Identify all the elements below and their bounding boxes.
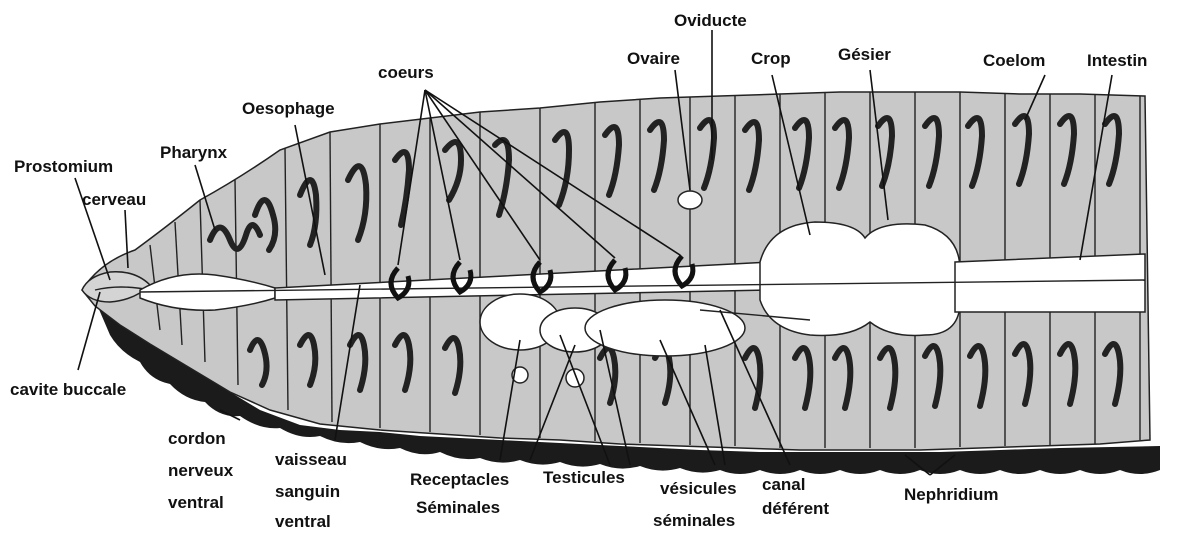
label-vaisseau-line3: ventral bbox=[275, 512, 331, 531]
label-pharynx: Pharynx bbox=[160, 143, 228, 162]
ovary bbox=[678, 191, 702, 209]
label-vesicules-line1: vésicules bbox=[660, 479, 737, 498]
label-canal-line2: déférent bbox=[762, 499, 829, 518]
label-oesophage: Oesophage bbox=[242, 99, 335, 118]
label-cavite-buccale: cavite buccale bbox=[10, 380, 126, 399]
label-testicules: Testicules bbox=[543, 468, 625, 487]
label-oviducte: Oviducte bbox=[674, 11, 747, 30]
label-cordon-line2: nerveux bbox=[168, 461, 234, 480]
label-ovaire: Ovaire bbox=[627, 49, 680, 68]
label-crop: Crop bbox=[751, 49, 791, 68]
intestine-tube bbox=[955, 254, 1145, 312]
label-intestin: Intestin bbox=[1087, 51, 1147, 70]
label-receptacles-line2: Séminales bbox=[416, 498, 500, 517]
label-cerveau: cerveau bbox=[82, 190, 146, 209]
label-canal-line1: canal bbox=[762, 475, 805, 494]
label-nephridium: Nephridium bbox=[904, 485, 998, 504]
label-vaisseau-line2: sanguin bbox=[275, 482, 340, 501]
label-cordon-line1: cordon bbox=[168, 429, 226, 448]
label-coeurs: coeurs bbox=[378, 63, 434, 82]
label-prostomium: Prostomium bbox=[14, 157, 113, 176]
label-gesier: Gésier bbox=[838, 45, 891, 64]
label-receptacles-line1: Receptacles bbox=[410, 470, 509, 489]
label-cordon-line3: ventral bbox=[168, 493, 224, 512]
label-vaisseau-line1: vaisseau bbox=[275, 450, 347, 469]
label-vesicules-line2: séminales bbox=[653, 511, 735, 530]
label-coelom: Coelom bbox=[983, 51, 1045, 70]
